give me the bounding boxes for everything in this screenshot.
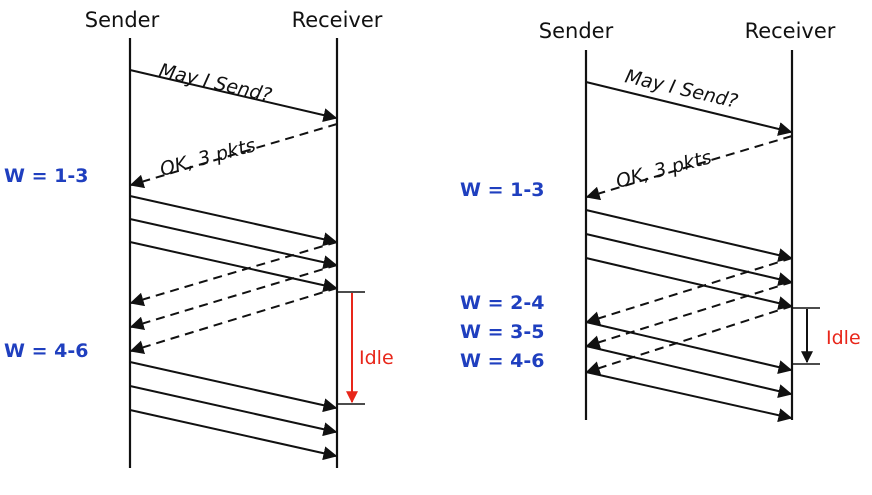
left-diagram: Sender Receiver May I Send? OK, 3 pkts W… (4, 8, 394, 468)
left-packet-6 (129, 409, 338, 461)
right-window-3: W = 3-5 (460, 321, 544, 343)
left-window-1: W = 1-3 (4, 165, 88, 187)
left-ack-1 (129, 241, 338, 307)
left-request-arrow (129, 69, 338, 122)
right-request-arrow (585, 81, 793, 136)
left-packet-1 (129, 195, 338, 247)
left-receiver-label: Receiver (292, 8, 383, 32)
right-diagram: Sender Receiver May I Send? OK, 3 pkts W… (460, 19, 861, 423)
right-packet-6 (585, 371, 793, 423)
right-window-4: W = 4-6 (460, 350, 544, 372)
right-packet-1 (585, 209, 793, 262)
right-idle-label: Idle (826, 327, 861, 349)
right-ack-2 (585, 281, 793, 349)
right-packet-5 (585, 345, 793, 398)
right-receiver-label: Receiver (745, 19, 836, 43)
left-packet-3 (129, 241, 338, 293)
left-ack-3 (129, 287, 338, 355)
left-idle-label: Idle (359, 347, 394, 369)
left-grant-label: OK, 3 pkts (158, 134, 258, 181)
right-grant-label: OK, 3 pkts (614, 146, 714, 193)
left-packet-2 (129, 218, 338, 270)
right-packet-3 (585, 257, 793, 310)
right-grant-arrow (585, 135, 793, 201)
left-packet-5 (129, 385, 338, 437)
right-sender-label: Sender (539, 19, 614, 43)
left-request-label: May I Send? (157, 59, 274, 106)
left-packet-4 (129, 361, 338, 413)
right-window-1: W = 1-3 (460, 179, 544, 201)
right-packet-2 (585, 233, 793, 286)
left-sender-label: Sender (85, 8, 160, 32)
right-ack-3 (585, 305, 793, 375)
left-window-2: W = 4-6 (4, 340, 88, 362)
left-grant-arrow (129, 123, 338, 189)
right-window-2: W = 2-4 (460, 292, 544, 314)
left-ack-2 (129, 264, 338, 331)
right-ack-1 (585, 257, 793, 325)
right-packet-4 (585, 321, 793, 374)
